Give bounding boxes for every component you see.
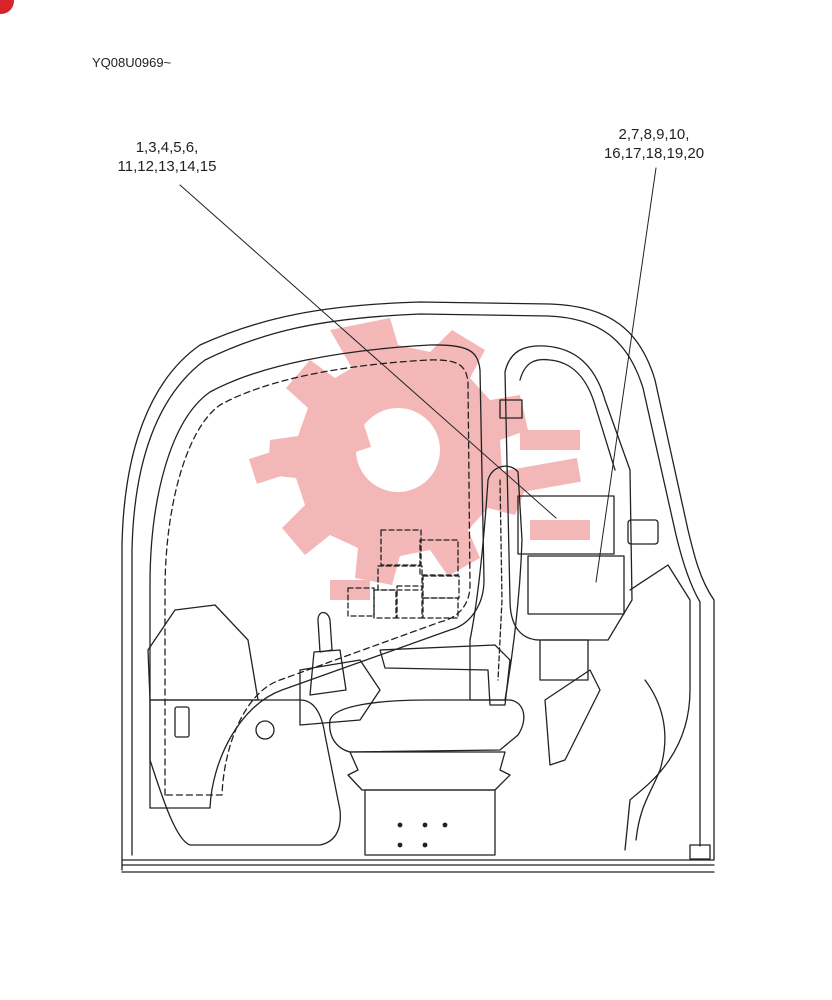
cab-outer-shell <box>121 301 715 871</box>
seat-backrest <box>469 465 523 701</box>
callout-right-parts: 2,7,8,9,10, 16,17,18,19,20 <box>592 125 716 163</box>
leader-line-left <box>179 184 557 519</box>
callout-right-line1: 2,7,8,9,10, <box>618 126 690 143</box>
floor-plate-right <box>689 844 711 860</box>
seat-base <box>364 789 496 856</box>
seat-base-bolts <box>397 822 448 848</box>
controller-boxes <box>517 495 625 681</box>
front-window-inner <box>164 359 471 796</box>
seat-backrest-dashed <box>497 479 503 681</box>
serial-number-label: YQ08U0969~ <box>92 55 172 70</box>
callout-right-line2: 16,17,18,19,20 <box>603 145 705 162</box>
console-parts-boxes <box>347 529 460 619</box>
left-console-top <box>147 604 259 701</box>
gear-logo-watermark-icon <box>248 318 590 600</box>
console-knob <box>255 720 275 740</box>
cab-inner-shell <box>131 313 701 856</box>
rear-right-panel-inner <box>635 679 666 841</box>
right-control-panel <box>499 399 659 766</box>
callout-left-line2: 11,12,13,14,15 <box>117 158 217 175</box>
rear-right-panel <box>624 564 691 851</box>
console-switch <box>174 706 190 738</box>
side-door-frame <box>504 345 633 641</box>
leader-line-right <box>595 167 657 583</box>
callout-left-parts: 1,3,4,5,6, 11,12,13,14,15 <box>108 138 226 176</box>
front-window-frame <box>149 344 485 809</box>
left-console <box>149 699 341 846</box>
seat-suspension <box>347 751 511 791</box>
joystick-lever <box>299 611 381 726</box>
seat-cushion <box>329 699 525 753</box>
armrest <box>379 644 511 706</box>
side-door-window <box>519 358 616 471</box>
callout-left-line1: 1,3,4,5,6, <box>135 139 199 156</box>
